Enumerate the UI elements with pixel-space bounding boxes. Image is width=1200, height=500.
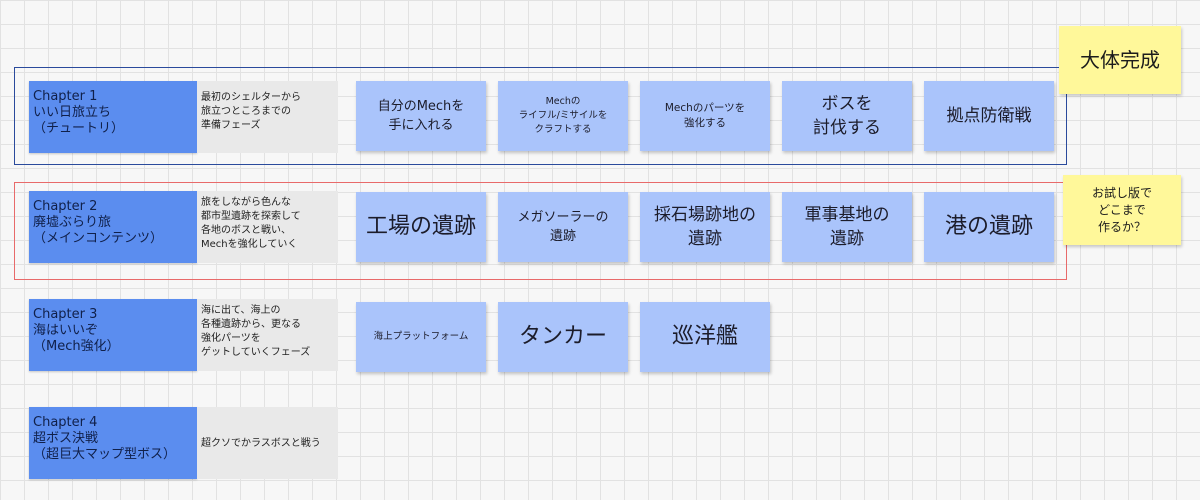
note-text: お試し版で bbox=[1091, 185, 1152, 200]
description-line: 都市型遺跡を探索して bbox=[201, 211, 301, 222]
chapter-3-title-line: 海はいいぞ bbox=[33, 323, 99, 338]
sticky-text: ライフル/ミサイルを bbox=[518, 110, 608, 121]
sticky-text: 巡洋艦 bbox=[671, 324, 738, 349]
description-line: 各地のボスと戦い、 bbox=[201, 225, 291, 236]
sticky-text: 拠点防衛戦 bbox=[946, 106, 1032, 126]
sticky-note[interactable]: ボスを 討伐する bbox=[782, 81, 912, 151]
chapter-2-title-line: （メインコンテンツ） bbox=[33, 231, 164, 246]
sticky-note[interactable]: 軍事基地の 遺跡 bbox=[782, 192, 912, 262]
chapter-3-card[interactable]: Chapter 3 海はいいぞ （Mech強化） bbox=[29, 299, 197, 371]
chapter-2-card[interactable]: Chapter 2 廃墟ぶらり旅 （メインコンテンツ） bbox=[29, 191, 197, 263]
frame-complete[interactable] bbox=[14, 67, 1067, 165]
sticky-text: 強化する bbox=[684, 117, 726, 129]
sticky-text: 遺跡 bbox=[830, 229, 864, 249]
sticky-note[interactable]: 自分のMechを 手に入れる bbox=[356, 81, 486, 151]
sticky-note[interactable]: 拠点防衛戦 bbox=[924, 81, 1054, 151]
description-line: 旅立つところまでの bbox=[201, 106, 291, 117]
sticky-note[interactable]: 海上プラットフォーム bbox=[356, 302, 486, 372]
sticky-note[interactable]: 港の遺跡 bbox=[924, 192, 1054, 262]
sticky-text: ボスを bbox=[821, 94, 873, 114]
note-mostly-complete[interactable]: 大体完成 bbox=[1059, 26, 1181, 94]
sticky-note[interactable]: Mechの ライフル/ミサイルを クラフトする bbox=[498, 81, 628, 151]
sticky-note[interactable]: Mechのパーツを 強化する bbox=[640, 81, 770, 151]
sticky-text: 海上プラットフォーム bbox=[373, 331, 469, 342]
description-line: ゲットしていくフェーズ bbox=[201, 347, 311, 358]
chapter-1-title-line: Chapter 1 bbox=[33, 89, 98, 104]
note-text: 大体完成 bbox=[1080, 48, 1160, 72]
description-line: 最初のシェルターから bbox=[201, 92, 301, 103]
chapter-1-title-line: いい日旅立ち bbox=[33, 105, 112, 120]
sticky-note[interactable]: 巡洋艦 bbox=[640, 302, 770, 372]
description-line: 超クソでかラスボスと戦う bbox=[201, 438, 321, 449]
chapter-1-title-line: （チュートリ） bbox=[33, 121, 125, 136]
chapter-3-title-line: （Mech強化） bbox=[33, 339, 120, 354]
sticky-text: 自分のMechを bbox=[377, 99, 465, 114]
description-line: 強化パーツを bbox=[201, 333, 261, 344]
chapter-1-description[interactable]: 最初のシェルターから 旅立つところまでの 準備フェーズ bbox=[197, 81, 338, 153]
sticky-text: 遺跡 bbox=[549, 229, 576, 244]
sticky-note[interactable]: 採石場跡地の 遺跡 bbox=[640, 192, 770, 262]
sticky-text: タンカー bbox=[518, 324, 607, 349]
chapter-3-description[interactable]: 海に出て、海上の 各種遺跡から、更なる 強化パーツを ゲットしていくフェーズ bbox=[197, 299, 338, 371]
sticky-text: 港の遺跡 bbox=[944, 214, 1033, 239]
note-text: 作るか？ bbox=[1097, 219, 1146, 234]
sticky-note[interactable]: タンカー bbox=[498, 302, 628, 372]
sticky-text: 遺跡 bbox=[688, 229, 722, 249]
chapter-4-title-line: 超ボス決戦 bbox=[33, 431, 99, 446]
description-line: 各種遺跡から、更なる bbox=[201, 319, 301, 330]
chapter-2-description[interactable]: 旅をしながら色んな 都市型遺跡を探索して 各地のボスと戦い、 Mechを強化して… bbox=[197, 191, 338, 263]
sticky-text: 軍事基地の bbox=[804, 205, 890, 225]
sticky-text: Mechのパーツを bbox=[664, 102, 746, 114]
chapter-3-title-line: Chapter 3 bbox=[33, 307, 98, 322]
sticky-note[interactable]: 工場の遺跡 bbox=[356, 192, 486, 262]
sticky-text: クラフトする bbox=[534, 124, 592, 135]
chapter-1-card[interactable]: Chapter 1 いい日旅立ち （チュートリ） bbox=[29, 81, 197, 153]
sticky-text: 手に入れる bbox=[388, 118, 454, 133]
chapter-4-card[interactable]: Chapter 4 超ボス決戦 （超巨大マップ型ボス） bbox=[29, 407, 197, 479]
chapter-4-description[interactable]: 超クソでかラスボスと戦う bbox=[197, 407, 338, 479]
sticky-text: 討伐する bbox=[813, 118, 881, 138]
sticky-text: メガソーラーの bbox=[517, 210, 609, 225]
description-line: 準備フェーズ bbox=[201, 120, 261, 131]
sticky-text: 採石場跡地の bbox=[654, 205, 756, 225]
note-trial-question[interactable]: お試し版で どこまで 作るか？ bbox=[1063, 175, 1181, 245]
description-line: Mechを強化していく bbox=[201, 239, 298, 250]
sticky-note[interactable]: メガソーラーの 遺跡 bbox=[498, 192, 628, 262]
sticky-text: 工場の遺跡 bbox=[365, 214, 476, 239]
description-line: 海に出て、海上の bbox=[201, 305, 281, 316]
sticky-text: Mechの bbox=[545, 96, 581, 107]
chapter-2-title-line: 廃墟ぶらり旅 bbox=[33, 215, 112, 230]
chapter-2-title-line: Chapter 2 bbox=[33, 199, 98, 214]
chapter-4-title-line: （超巨大マップ型ボス） bbox=[33, 447, 177, 462]
note-text: どこまで bbox=[1098, 202, 1146, 217]
chapter-4-title-line: Chapter 4 bbox=[33, 415, 98, 430]
description-line: 旅をしながら色んな bbox=[201, 197, 291, 208]
